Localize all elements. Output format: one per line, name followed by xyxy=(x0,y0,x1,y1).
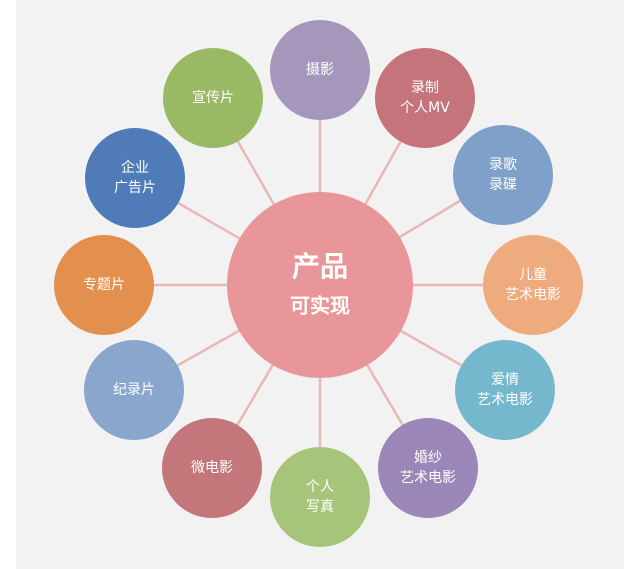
node-label-corporate-ad-1: 企业 xyxy=(121,159,149,176)
node-circle-photography xyxy=(270,20,370,120)
connector-lines xyxy=(152,118,485,449)
center-title: 产品 xyxy=(292,250,348,283)
node-circle-corporate-ad xyxy=(85,128,185,228)
node-circle-promo-film xyxy=(163,48,263,148)
connector-line-wedding-art-film xyxy=(365,362,405,428)
node-circle-micro-film xyxy=(162,418,262,518)
node-label-record-mv-2: 个人MV xyxy=(400,100,450,116)
node-label-promo-film-1: 宣传片 xyxy=(192,90,234,106)
node-micro-film: 微电影 xyxy=(162,418,262,518)
node-circle-documentary xyxy=(84,340,184,440)
outer-nodes: 摄影录制个人MV录歌录碟儿童艺术电影爱情艺术电影婚纱艺术电影个人写真微电影纪录片… xyxy=(54,20,583,547)
node-label-photography-1: 摄影 xyxy=(306,62,334,78)
node-photography: 摄影 xyxy=(270,20,370,120)
center-circle xyxy=(227,192,413,378)
node-label-feature-film-1: 专题片 xyxy=(83,277,125,293)
node-circle-personal-portrait xyxy=(270,447,370,547)
node-label-documentary-1: 纪录片 xyxy=(113,382,155,398)
node-label-children-art-film-2: 艺术电影 xyxy=(505,287,561,303)
connector-line-corporate-ad xyxy=(175,200,242,241)
node-label-wedding-art-film-1: 婚纱 xyxy=(414,450,442,466)
node-label-love-art-film-1: 爱情 xyxy=(491,372,519,388)
node-label-wedding-art-film-2: 艺术电影 xyxy=(400,470,456,486)
connector-line-love-art-film xyxy=(398,328,464,368)
node-label-love-art-film-2: 艺术电影 xyxy=(477,392,533,408)
node-promo-film: 宣传片 xyxy=(163,48,263,148)
connector-line-record-mv xyxy=(363,139,403,207)
node-label-record-album-2: 录碟 xyxy=(489,177,517,193)
node-label-record-mv-1: 录制 xyxy=(411,80,439,96)
node-documentary: 纪录片 xyxy=(84,340,184,440)
center-subtitle: 可实现 xyxy=(290,294,350,318)
node-circle-feature-film xyxy=(54,235,154,335)
node-label-children-art-film-1: 儿童 xyxy=(519,266,547,283)
node-label-corporate-ad-2: 广告片 xyxy=(114,180,156,196)
node-label-personal-portrait-2: 写真 xyxy=(306,499,334,515)
node-label-record-album-1: 录歌 xyxy=(489,157,517,173)
node-feature-film: 专题片 xyxy=(54,235,154,335)
node-circle-love-art-film xyxy=(455,340,555,440)
node-circle-record-mv xyxy=(375,48,475,148)
connector-line-promo-film xyxy=(235,139,276,207)
node-circle-wedding-art-film xyxy=(378,418,478,518)
node-circle-record-album xyxy=(453,125,553,225)
node-label-personal-portrait-1: 个人 xyxy=(306,479,334,495)
connector-line-micro-film xyxy=(235,362,275,428)
connector-line-record-album xyxy=(397,198,463,240)
node-label-micro-film-1: 微电影 xyxy=(191,460,233,476)
node-circle-children-art-film xyxy=(483,235,583,335)
center-node: 产品 可实现 xyxy=(227,192,413,378)
connector-line-documentary xyxy=(175,328,242,368)
